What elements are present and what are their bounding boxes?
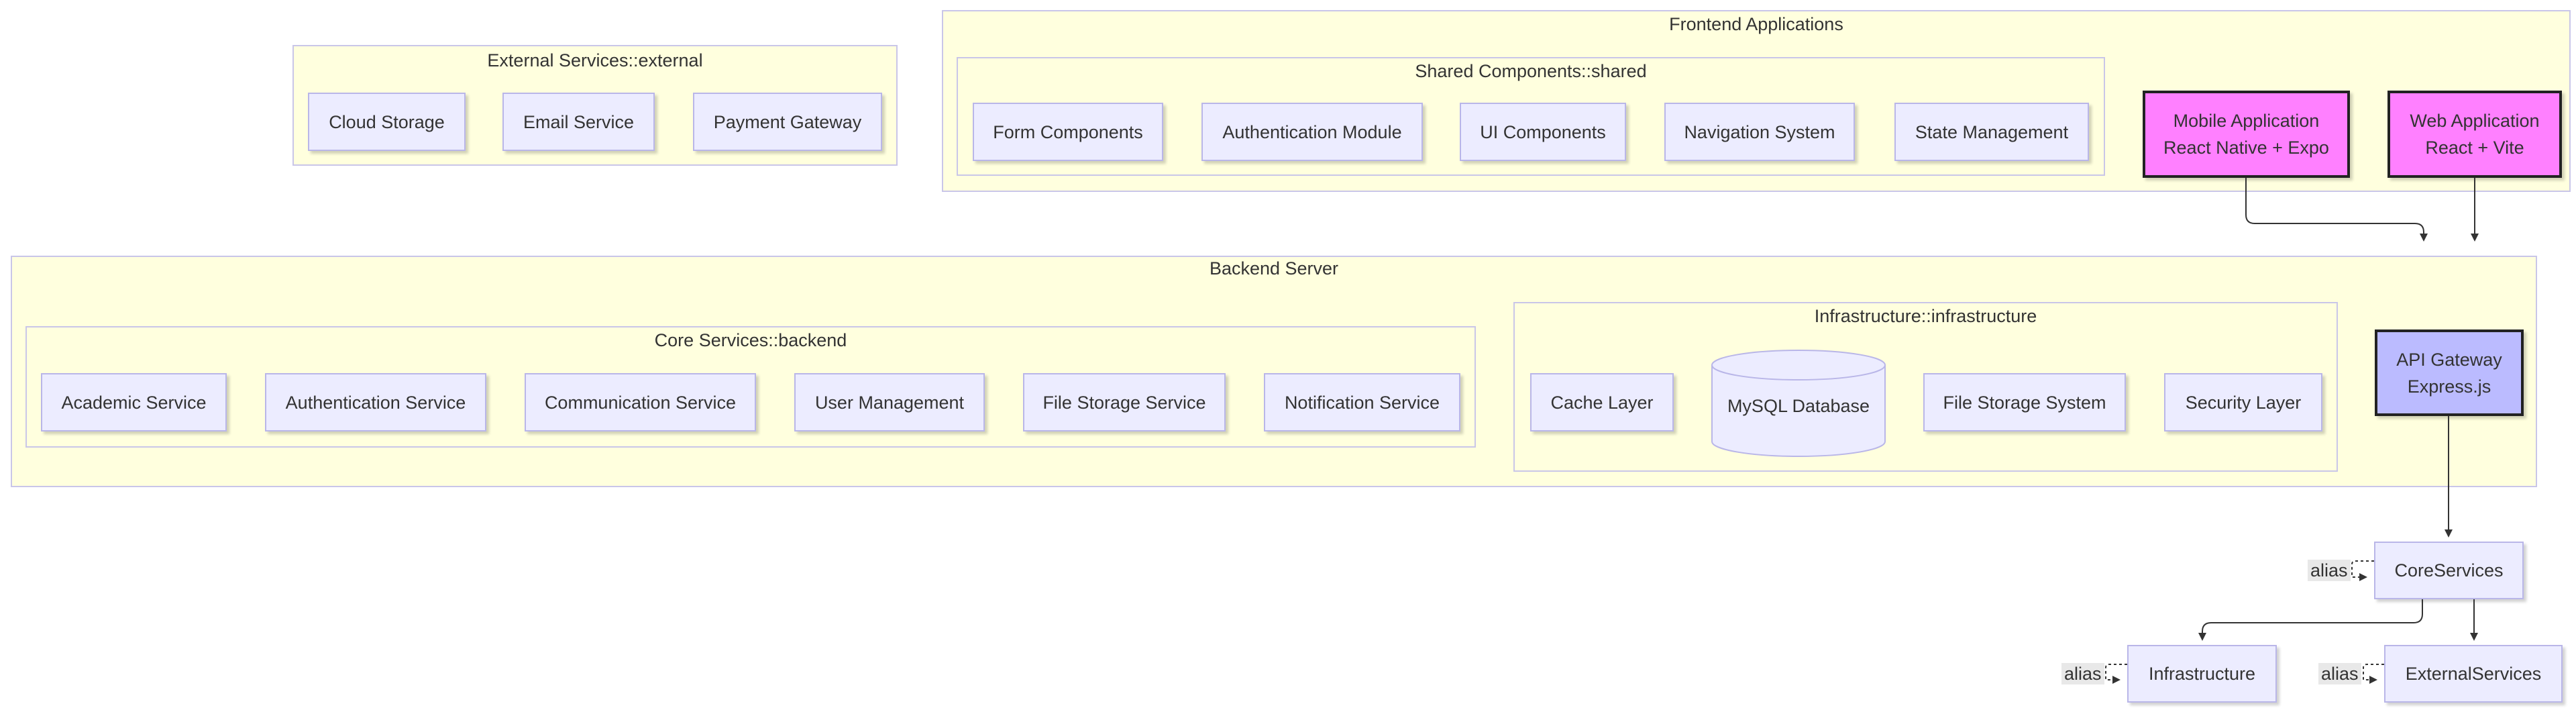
- cache-layer-node[interactable]: Cache Layer: [1530, 373, 1674, 431]
- notification-service-node[interactable]: Notification Service: [1264, 373, 1460, 431]
- alias-label-external: alias: [2318, 663, 2361, 684]
- alias-label-core: alias: [2308, 560, 2351, 581]
- state-management-node[interactable]: State Management: [1894, 103, 2089, 161]
- api-gateway-stack: Express.js: [2407, 376, 2491, 397]
- authentication-module-node[interactable]: Authentication Module: [1201, 103, 1423, 161]
- alias-loop-infrastructure: [2105, 664, 2127, 684]
- edge-mobile-to-backend: [2245, 178, 2428, 242]
- infrastructure-namespace-node[interactable]: Infrastructure: [2127, 645, 2277, 703]
- email-service-node[interactable]: Email Service: [502, 93, 655, 151]
- edge-coreservices-to-infrastructure: [2198, 599, 2423, 641]
- api-gateway-title: API Gateway: [2396, 349, 2502, 370]
- academic-service-node[interactable]: Academic Service: [41, 373, 227, 431]
- external-services-title: External Services::external: [487, 50, 703, 70]
- core-services-title: Core Services::backend: [654, 330, 847, 350]
- mysql-database-label: MySQL Database: [1727, 396, 1870, 416]
- web-application-node[interactable]: Web Application React + Vite: [2387, 91, 2562, 178]
- api-gateway-node[interactable]: API Gateway Express.js: [2375, 329, 2524, 416]
- ui-components-node[interactable]: UI Components: [1460, 103, 1626, 161]
- core-services-namespace-node[interactable]: CoreServices: [2374, 542, 2524, 599]
- external-services-namespace-node[interactable]: ExternalServices: [2384, 645, 2563, 703]
- shared-components-title: Shared Components::shared: [1415, 61, 1647, 81]
- infrastructure-title: Infrastructure::infrastructure: [1814, 306, 2037, 326]
- communication-service-node[interactable]: Communication Service: [525, 373, 756, 431]
- alias-label-infrastructure: alias: [2061, 663, 2104, 684]
- cloud-storage-node[interactable]: Cloud Storage: [308, 93, 466, 151]
- security-layer-node[interactable]: Security Layer: [2164, 373, 2322, 431]
- alias-loop-external: [2363, 664, 2384, 684]
- web-application-title: Web Application: [2410, 111, 2540, 131]
- mobile-application-stack: React Native + Expo: [2163, 138, 2329, 158]
- mysql-database-node[interactable]: MySQL Database: [1709, 348, 1888, 459]
- mobile-application-title: Mobile Application: [2173, 111, 2320, 131]
- user-management-node[interactable]: User Management: [794, 373, 985, 431]
- form-components-node[interactable]: Form Components: [973, 103, 1163, 161]
- authentication-service-node[interactable]: Authentication Service: [265, 373, 486, 431]
- web-application-stack: React + Vite: [2425, 138, 2524, 158]
- navigation-system-node[interactable]: Navigation System: [1664, 103, 1855, 161]
- alias-loop-core: [2351, 560, 2374, 581]
- backend-server-title: Backend Server: [1209, 258, 1339, 278]
- payment-gateway-node[interactable]: Payment Gateway: [693, 93, 882, 151]
- file-storage-service-node[interactable]: File Storage Service: [1023, 373, 1226, 431]
- frontend-applications-title: Frontend Applications: [1669, 14, 1843, 34]
- mobile-application-node[interactable]: Mobile Application React Native + Expo: [2143, 91, 2350, 178]
- file-storage-system-node[interactable]: File Storage System: [1923, 373, 2126, 431]
